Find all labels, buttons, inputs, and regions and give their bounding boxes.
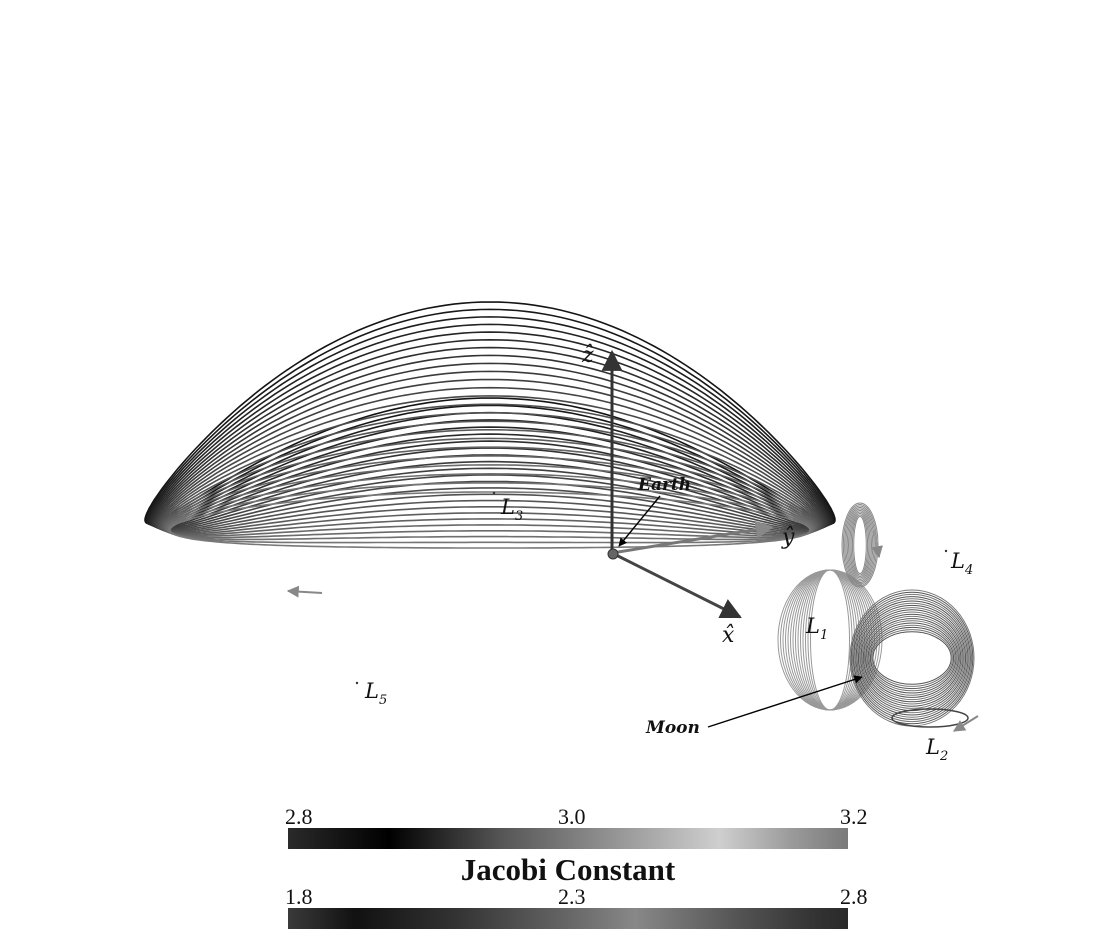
large-orbit-17 [161, 429, 819, 535]
large-orbit-19 [163, 446, 817, 536]
l1-orbit-12 [805, 569, 855, 711]
l2-orbit-11 [861, 611, 963, 705]
l2-orbit-13 [863, 615, 961, 701]
moon-label: Moon [645, 718, 700, 738]
large-orbit-21 [165, 464, 815, 539]
y-axis-label: ŷ [781, 525, 795, 550]
large-orbit-23 [168, 482, 812, 544]
l1-orbit-10 [800, 569, 860, 711]
top-colorbar [288, 828, 848, 849]
large-orbit-13 [157, 395, 823, 532]
top-colorbar-tick-2: 3.0 [558, 804, 586, 829]
l2-orbit-7 [856, 602, 968, 714]
direction-arrow-moon-bottom [952, 715, 979, 732]
top-colorbar-tick-1: 2.8 [285, 804, 313, 829]
moon-pointer [707, 675, 863, 728]
large-orbit-5 [148, 331, 832, 527]
z-axis-label: ẑ [581, 343, 594, 368]
L5-label: L5 [364, 679, 387, 708]
large-orbit-18 [162, 437, 818, 535]
L4-marker [944, 549, 948, 553]
x-axis-label: x̂ [722, 623, 735, 648]
large-orbit-12 [156, 386, 824, 531]
upper-orbit-8 [850, 513, 870, 577]
l2-orbit-16 [867, 622, 957, 694]
large-orbit-8 [151, 354, 829, 529]
l2-orbit-14 [865, 618, 959, 698]
upper-orbit-6 [848, 510, 872, 580]
l2-orbit-3 [851, 593, 973, 723]
bottom-colorbar-tick-3: 2.8 [840, 884, 868, 909]
large-orbit-16 [160, 420, 820, 534]
l2-orbit-2 [850, 591, 974, 725]
l2-orbit-20 [872, 631, 952, 685]
lunar-orbit-family [777, 502, 975, 728]
l2-orbit-17 [868, 624, 956, 692]
large-orbit-20 [164, 455, 816, 537]
large-orbit-15 [159, 411, 821, 533]
bottom-colorbar-tick-2: 2.3 [558, 884, 586, 909]
large-orbit-1 [144, 301, 836, 525]
l1-orbit-13 [807, 569, 853, 711]
large-orbit-22 [166, 472, 814, 541]
earth-pointer [618, 495, 661, 547]
large-orbit-11 [155, 378, 825, 530]
L1-label: L1 [805, 614, 828, 643]
l2-orbit-6 [855, 600, 969, 716]
lagrange-points: L3 L4 L5 L1 L2 [355, 491, 973, 764]
l1-orbit-11 [802, 569, 858, 711]
large-orbit-7 [150, 346, 830, 528]
bottom-colorbar-tick-1: 1.8 [285, 884, 313, 909]
bottom-colorbar [288, 908, 848, 929]
l2-orbit-15 [866, 620, 958, 696]
large-orbit-family [144, 301, 836, 549]
direction-arrow-left [286, 585, 323, 598]
upper-orbit-1 [841, 502, 879, 588]
L2-label: L2 [925, 735, 948, 764]
L3-marker [492, 491, 496, 495]
l2-orbit-9 [859, 607, 965, 709]
x-axis [611, 551, 742, 619]
coordinate-axes: ẑ ŷ x̂ [581, 343, 795, 648]
top-colorbar-tick-3: 3.2 [840, 804, 868, 829]
l2-orbit-18 [869, 626, 955, 690]
upper-orbit-9 [851, 514, 869, 576]
direction-arrow-moon-top [871, 529, 883, 559]
colorbar-title: Jacobi Constant [460, 852, 676, 887]
l2-orbit-4 [853, 596, 971, 720]
l1-orbit-14 [810, 569, 850, 711]
L4-label: L4 [950, 549, 973, 578]
upper-orbit-7 [849, 511, 871, 579]
upper-orbit-10 [853, 516, 867, 574]
l2-bottom-ring [891, 708, 969, 728]
l2-orbit-5 [854, 598, 970, 718]
upper-orbit-3 [844, 505, 876, 585]
large-orbit-6 [149, 338, 831, 528]
upper-orbit-5 [846, 508, 874, 582]
earth-label: Earth [637, 475, 691, 495]
upper-orbit-4 [845, 507, 875, 583]
l2-orbit-12 [862, 613, 962, 703]
large-orbit-10 [153, 370, 827, 530]
y-axis [611, 520, 774, 555]
L3-label: L3 [500, 495, 523, 524]
large-orbit-2 [145, 308, 835, 525]
earth-marker [607, 548, 619, 560]
l2-orbit-10 [860, 609, 964, 707]
l2-orbit-19 [871, 629, 953, 687]
L5-marker [355, 681, 359, 685]
